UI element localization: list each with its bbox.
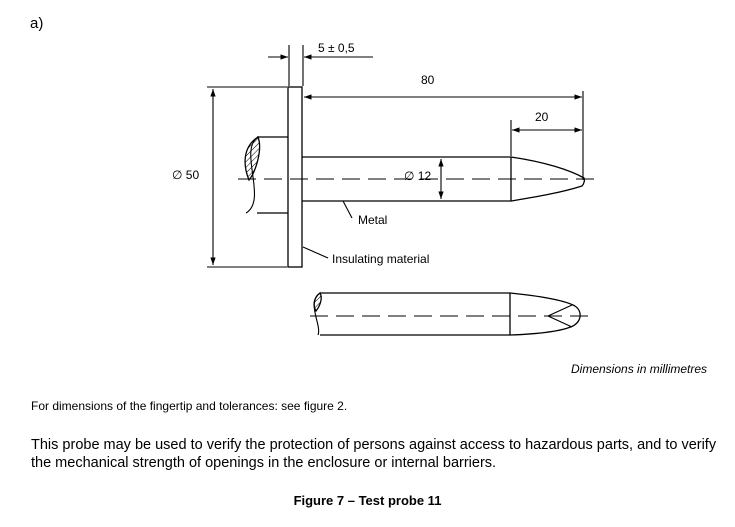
description-paragraph: This probe may be used to verify the pro… xyxy=(31,437,717,471)
handle-stub xyxy=(257,136,288,214)
units-note: Dimensions in millimetres xyxy=(571,362,708,376)
metal-label: Metal xyxy=(358,213,387,227)
dim-plate-diameter-label: ∅ 50 xyxy=(172,168,199,182)
leader-metal xyxy=(342,200,353,219)
fingertip-note: For dimensions of the fingertip and tole… xyxy=(31,399,348,413)
insulating-label: Insulating material xyxy=(332,252,429,266)
metal-rod xyxy=(302,156,586,202)
dim-length-label: 80 xyxy=(421,73,435,87)
dim-rod-diameter-label: ∅ 12 xyxy=(404,169,431,183)
leader-insulating xyxy=(302,246,329,259)
handle-section-hatch xyxy=(244,136,261,182)
part-label: a) xyxy=(30,15,43,32)
insulating-plate xyxy=(287,86,303,268)
lower-tip xyxy=(509,292,581,336)
lower-section-hatch xyxy=(313,292,322,313)
dim-thickness-label: 5 ± 0,5 xyxy=(318,41,355,55)
probe-bottom-view xyxy=(310,292,595,336)
figure-caption: Figure 7 – Test probe 11 xyxy=(293,493,442,508)
dim-tip-length-label: 20 xyxy=(535,110,549,124)
probe-side-view xyxy=(238,86,595,268)
